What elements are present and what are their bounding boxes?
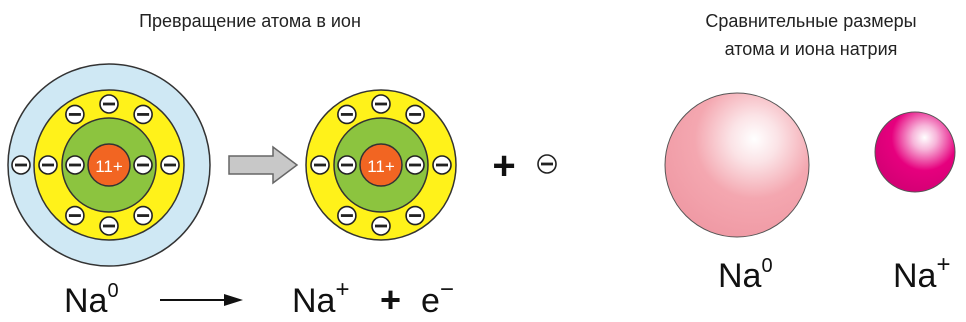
sodium-ion-model: 11+: [306, 90, 456, 240]
plus-sign: +: [492, 144, 515, 188]
ion-middle-electron-1: [311, 156, 329, 174]
ion-middle-electron-7: [372, 95, 390, 113]
equation-reactant: Na0: [64, 280, 119, 320]
equation-electron: e−: [421, 276, 454, 320]
atom-middle-electron-6: [66, 207, 84, 225]
ion-middle-electron-6: [338, 207, 356, 225]
sodium-atom-model: 11+: [8, 64, 210, 266]
atom-middle-electron-1: [39, 156, 57, 174]
equation-arrow: [160, 294, 243, 306]
atom-inner-electron-1: [66, 156, 84, 174]
equation-product-ion: Na+: [292, 276, 349, 320]
ion-middle-electron-3: [406, 105, 424, 123]
ion-size-label: Na+: [893, 251, 950, 295]
ion-middle-electron-2: [433, 156, 451, 174]
ion-inner-electron-2: [406, 156, 424, 174]
equation-plus: +: [380, 279, 401, 320]
atom-size-label: Na0: [718, 255, 773, 295]
atom-middle-electron-4: [66, 105, 84, 123]
sodium-ion-sphere: [875, 112, 955, 192]
ion-middle-electron-8: [372, 217, 390, 235]
atom-middle-electron-2: [161, 156, 179, 174]
atom-middle-electron-3: [134, 105, 152, 123]
free-electron: [538, 155, 556, 173]
atom-middle-electron-7: [100, 95, 118, 113]
transformation-arrow: [229, 147, 297, 183]
left-title: Превращение атома в ион: [139, 11, 361, 31]
ion-nucleus-charge: 11+: [367, 157, 395, 176]
ion-middle-electron-5: [406, 207, 424, 225]
atom-outer-electron-1: [12, 156, 30, 174]
ion-middle-electron-4: [338, 105, 356, 123]
right-title-line1: Сравнительные размеры: [705, 11, 916, 31]
ion-inner-electron-1: [338, 156, 356, 174]
sodium-atom-sphere: [665, 93, 809, 237]
atom-inner-electron-2: [134, 156, 152, 174]
right-title-line2: атома и иона натрия: [725, 39, 898, 59]
nucleus-charge: 11+: [95, 157, 123, 176]
atom-middle-electron-5: [134, 207, 152, 225]
atom-middle-electron-8: [100, 217, 118, 235]
